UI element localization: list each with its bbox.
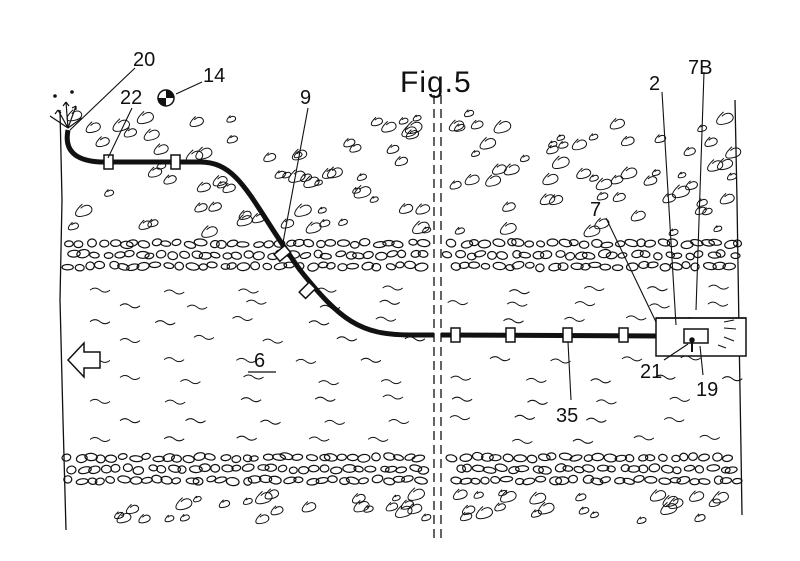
label-21: 21 <box>640 361 662 383</box>
upper-stone-layer <box>61 237 743 273</box>
label-19: 19 <box>696 379 718 401</box>
lower-stone-layer <box>61 451 743 487</box>
label-7: 7 <box>590 199 601 221</box>
label-20: 20 <box>133 49 155 71</box>
figure-title: Fig.5 <box>400 66 472 99</box>
label-9: 9 <box>300 87 311 109</box>
direction-arrow-icon <box>66 341 101 379</box>
label-35: 35 <box>556 405 578 427</box>
drill-head-icon <box>683 328 709 352</box>
target-marker-icon <box>157 89 175 107</box>
pipe-couplings <box>103 154 629 343</box>
pipeline <box>64 129 434 338</box>
label-7B: 7B <box>688 57 712 79</box>
topsoil-texture <box>66 109 742 238</box>
label-2: 2 <box>649 73 660 95</box>
subsoil-texture <box>114 487 729 525</box>
label-14: 14 <box>203 65 225 87</box>
exit-spray-icon <box>49 90 83 129</box>
label-6: 6 <box>254 350 265 372</box>
label-22: 22 <box>120 87 142 109</box>
break-line <box>433 95 442 540</box>
leader-lines <box>69 67 705 401</box>
